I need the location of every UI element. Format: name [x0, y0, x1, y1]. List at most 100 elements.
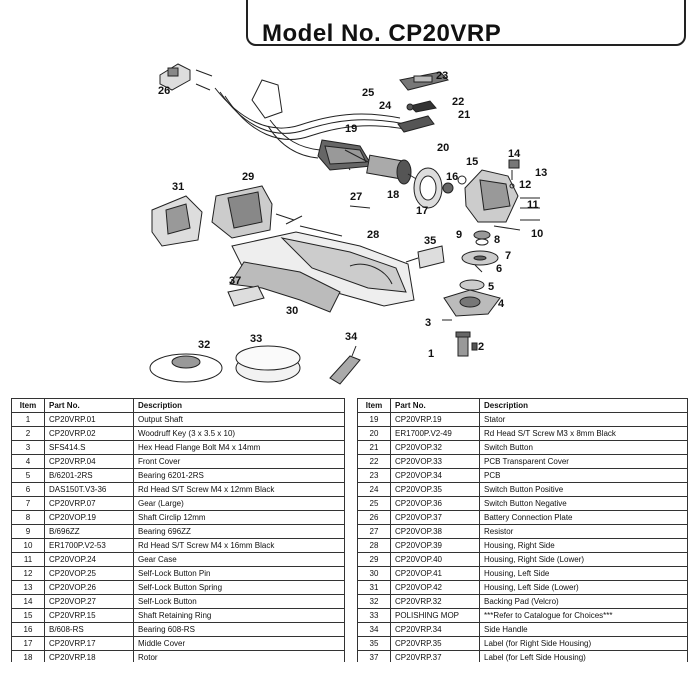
output-shaft-part: [455, 331, 478, 357]
item-column-header: Item: [357, 398, 391, 413]
part-no-cell: CP20VOP.36: [390, 496, 480, 511]
callout-33: 33: [250, 333, 262, 345]
callout-8: 8: [494, 234, 500, 246]
item-cell: 11: [11, 552, 45, 567]
callout-11: 11: [527, 199, 539, 211]
callout-13: 13: [535, 167, 547, 179]
item-cell: 10: [11, 538, 45, 553]
item-cell: 12: [11, 566, 45, 581]
part-no-cell: CP20VOP.34: [390, 468, 480, 483]
item-cell: 1: [11, 412, 45, 427]
description-cell: Stator: [479, 412, 688, 427]
description-column-header: Description: [133, 398, 345, 413]
description-cell: Rd Head S/T Screw M4 x 12mm Black: [133, 482, 345, 497]
part-no-cell: CP20VRP.04: [44, 454, 134, 469]
item-cell: 35: [357, 636, 391, 651]
gear-stack-part: [442, 230, 501, 321]
item-cell: 13: [11, 580, 45, 595]
description-cell: ***Refer to Catalogue for Choices***: [479, 608, 688, 623]
description-cell: Self-Lock Button Spring: [133, 580, 345, 595]
callout-37: 37: [229, 275, 241, 287]
part-no-cell: CP20VRP.32: [390, 594, 480, 609]
part-no-cell: CP20VOP.42: [390, 580, 480, 595]
part-no-cell: CP20VRP.15: [44, 608, 134, 623]
description-cell: Woodruff Key (3 x 3.5 x 10): [133, 426, 345, 441]
callout-27: 27: [350, 191, 362, 203]
description-cell: Self-Lock Button Pin: [133, 566, 345, 581]
callout-25: 25: [362, 87, 374, 99]
description-cell: Resistor: [479, 524, 688, 539]
wiring-harness-part: [214, 79, 411, 171]
callout-19: 19: [345, 123, 357, 135]
part-no-cell: CP20VOP.26: [44, 580, 134, 595]
accessories-part: [149, 345, 361, 385]
callout-30: 30: [286, 305, 298, 317]
item-cell: 25: [357, 496, 391, 511]
callout-10: 10: [531, 228, 543, 240]
callout-3: 3: [425, 317, 431, 329]
part-no-cell: CP20VOP.19: [44, 510, 134, 525]
battery-connection-plate-part: [159, 63, 213, 91]
part-no-column-header: Part No.: [44, 398, 134, 413]
description-cell: Switch Button Negative: [479, 496, 688, 511]
item-cell: 7: [11, 496, 45, 511]
description-cell: Switch Button Positive: [479, 482, 688, 497]
table-header-row: Item Part No. Description: [357, 398, 688, 413]
item-cell: 15: [11, 608, 45, 623]
part-no-cell: SFS414.S: [44, 440, 134, 455]
item-cell: 22: [357, 454, 391, 469]
part-no-cell: CP20VOP.35: [390, 482, 480, 497]
part-no-cell: CP20VRP.02: [44, 426, 134, 441]
item-cell: 34: [357, 622, 391, 637]
item-cell: 21: [357, 440, 391, 455]
description-cell: Gear Case: [133, 552, 345, 567]
item-cell: 16: [11, 622, 45, 637]
part-no-cell: CP20VOP.25: [44, 566, 134, 581]
callout-15: 15: [466, 156, 478, 168]
middle-cover-part: [413, 167, 454, 209]
part-no-cell: CP20VOP.37: [390, 510, 480, 525]
callout-28: 28: [367, 229, 379, 241]
callout-31: 31: [172, 181, 184, 193]
callout-29: 29: [242, 171, 254, 183]
description-cell: Battery Connection Plate: [479, 510, 688, 525]
description-cell: Self-Lock Button: [133, 594, 345, 609]
resistor-and-labels-part: [227, 205, 445, 307]
part-no-cell: DAS150T.V3-36: [44, 482, 134, 497]
table-header-row: Item Part No. Description: [11, 398, 345, 413]
description-cell: Switch Button: [479, 440, 688, 455]
callout-1: 1: [428, 348, 434, 360]
item-cell: 9: [11, 524, 45, 539]
part-no-cell: CP20VRP.34: [390, 622, 480, 637]
item-cell: 20: [357, 426, 391, 441]
part-no-cell: CP20VOP.24: [44, 552, 134, 567]
item-column-header: Item: [11, 398, 45, 413]
item-cell: 19: [357, 412, 391, 427]
part-no-cell: CP20VRP.01: [44, 412, 134, 427]
description-cell: Bearing 6201-2RS: [133, 468, 345, 483]
part-no-cell: CP20VOP.38: [390, 524, 480, 539]
